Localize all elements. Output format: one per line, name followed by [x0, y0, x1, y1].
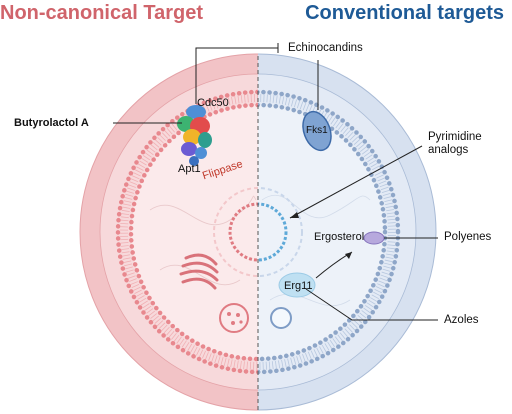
label-pyrimidine-line1: Pyrimidine — [428, 131, 482, 143]
nucleus-icon — [213, 187, 258, 277]
title-non-canonical-target: Non-canonical Target — [0, 2, 203, 24]
vesicle-icon — [219, 303, 249, 333]
label-polyenes: Polyenes — [444, 231, 492, 243]
label-erg11: Erg11 — [284, 280, 313, 292]
fks1-protein-icon — [302, 110, 332, 152]
membrane-tails-right — [258, 94, 396, 370]
left-half-cell — [79, 53, 258, 411]
nucleus-icon-right — [258, 187, 303, 277]
label-butyrolactol-a: Butyrolactol A — [14, 117, 89, 129]
label-cdc50: Cdc50 — [197, 97, 229, 109]
erg11-enzyme-icon — [278, 272, 316, 298]
label-apt1: Apt1 — [178, 163, 201, 175]
label-ergosterol: Ergosterol — [314, 231, 365, 243]
protein-complex-icon — [177, 105, 212, 166]
vacuole-icon — [270, 307, 292, 329]
azoles-line — [305, 288, 438, 321]
pyrimidine-arrow — [289, 145, 423, 219]
label-fks1: Fks1 — [306, 125, 328, 136]
membrane-outer-leaflet-left — [115, 89, 258, 375]
label-azoles: Azoles — [444, 314, 479, 326]
membrane-outer-leaflet-right — [258, 89, 401, 375]
echinocandins-connector — [195, 47, 278, 104]
golgi-icon — [179, 253, 219, 290]
title-conventional-targets: Conventional targets — [305, 2, 504, 24]
label-pyrimidine: Pyrimidine analogs — [428, 131, 482, 156]
ergosterol-molecule-icon — [363, 231, 385, 245]
label-echinocandins: Echinocandins — [288, 42, 363, 54]
membrane-inner-leaflet-left — [128, 102, 258, 362]
label-pyrimidine-line2: analogs — [428, 143, 469, 156]
right-half-cell — [258, 53, 437, 411]
